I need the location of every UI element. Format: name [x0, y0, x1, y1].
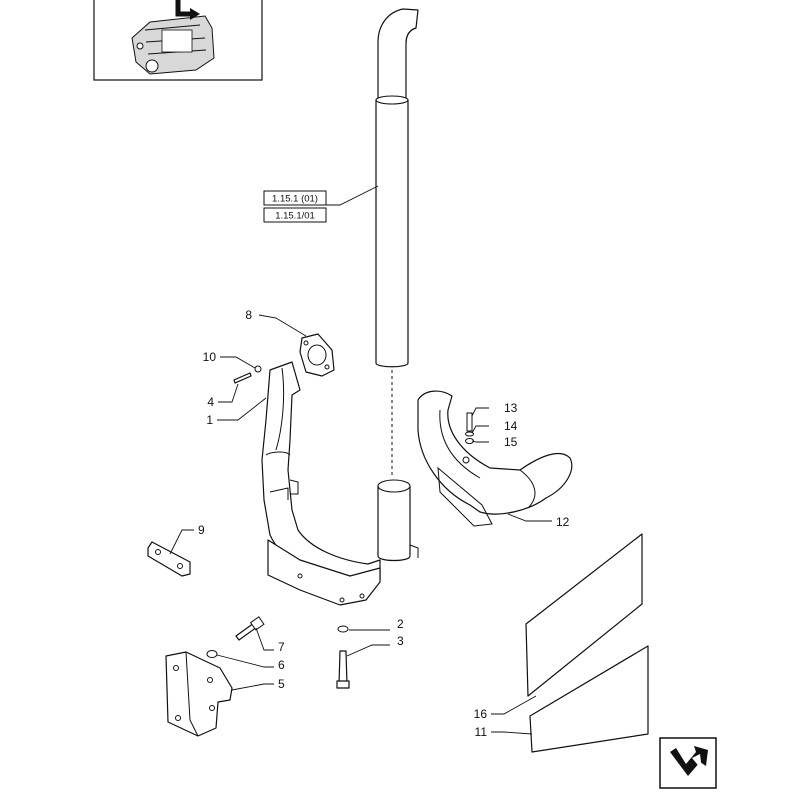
callout-11: 11 [475, 725, 488, 739]
callout-3: 3 [397, 634, 404, 648]
exhaust-stack-pipe [375, 8, 419, 478]
callout-5: 5 [278, 677, 285, 691]
decal-panel-11 [529, 645, 649, 753]
bolt-4 [233, 365, 262, 384]
decal-panel-16 [525, 533, 643, 697]
callout-1: 1 [206, 413, 213, 427]
bolt-13 [465, 412, 474, 444]
callout-7: 7 [278, 640, 285, 654]
reference-label-2: 1.15.1/01 [275, 211, 315, 222]
callout-12: 12 [556, 515, 570, 529]
callout-16: 16 [474, 707, 488, 721]
callout-9: 9 [198, 523, 205, 537]
reference-box-2[interactable]: 1.15.1/01 [263, 207, 327, 223]
callout-14: 14 [504, 419, 518, 433]
reference-label-1: 1.15.1 (01) [272, 194, 318, 205]
callout-13: 13 [504, 401, 518, 415]
muffler-inlet-pipe [377, 479, 419, 562]
callout-10: 10 [203, 350, 217, 364]
mounting-bracket-5 [165, 651, 233, 737]
leader-lines [169, 314, 552, 735]
bolt-3 [336, 625, 350, 689]
reference-box-1[interactable]: 1.15.1 (01) [263, 190, 327, 206]
bracket-plate-9 [147, 541, 191, 577]
engine-thumbnail-icon[interactable] [93, 0, 263, 81]
callout-8: 8 [245, 308, 252, 322]
exhaust-elbow-pipe [261, 361, 381, 606]
callout-2: 2 [397, 617, 404, 631]
gasket-part [299, 333, 335, 377]
callout-4: 4 [207, 395, 214, 409]
bolt-7 [206, 616, 265, 658]
callout-15: 15 [504, 435, 518, 449]
heat-shield-12 [417, 390, 573, 527]
callout-6: 6 [278, 658, 285, 672]
next-page-arrow-icon[interactable] [659, 737, 717, 789]
